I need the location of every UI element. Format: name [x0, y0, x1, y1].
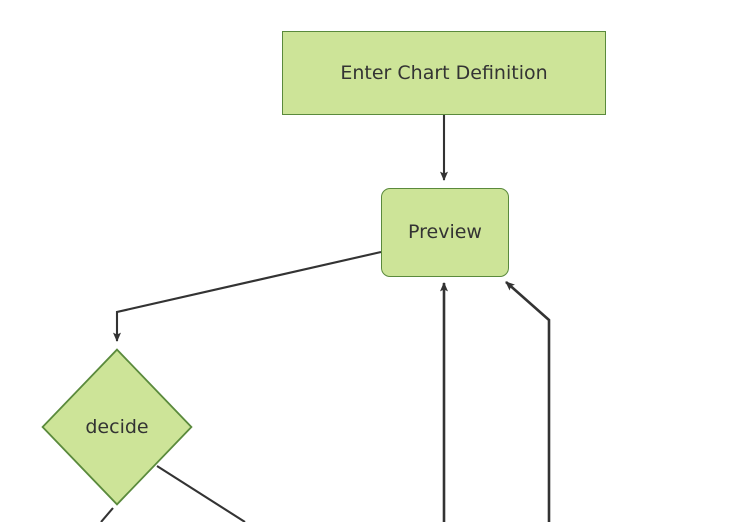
node-label-preview: Preview: [408, 221, 482, 243]
edge-decide-out-left: [100, 507, 114, 522]
node-label-enter-chart-definition: Enter Chart Definition: [340, 61, 548, 84]
edge-into-preview-right: [505, 281, 551, 522]
node-enter-chart-definition[interactable]: Enter Chart Definition: [282, 31, 606, 115]
edge-decide-out-right: [156, 465, 246, 522]
node-preview[interactable]: Preview: [381, 188, 509, 277]
node-decide[interactable]: decide: [41, 348, 193, 506]
edge-preview-to-decide: [113, 250, 382, 343]
decide-diamond-shape: [41, 348, 193, 506]
